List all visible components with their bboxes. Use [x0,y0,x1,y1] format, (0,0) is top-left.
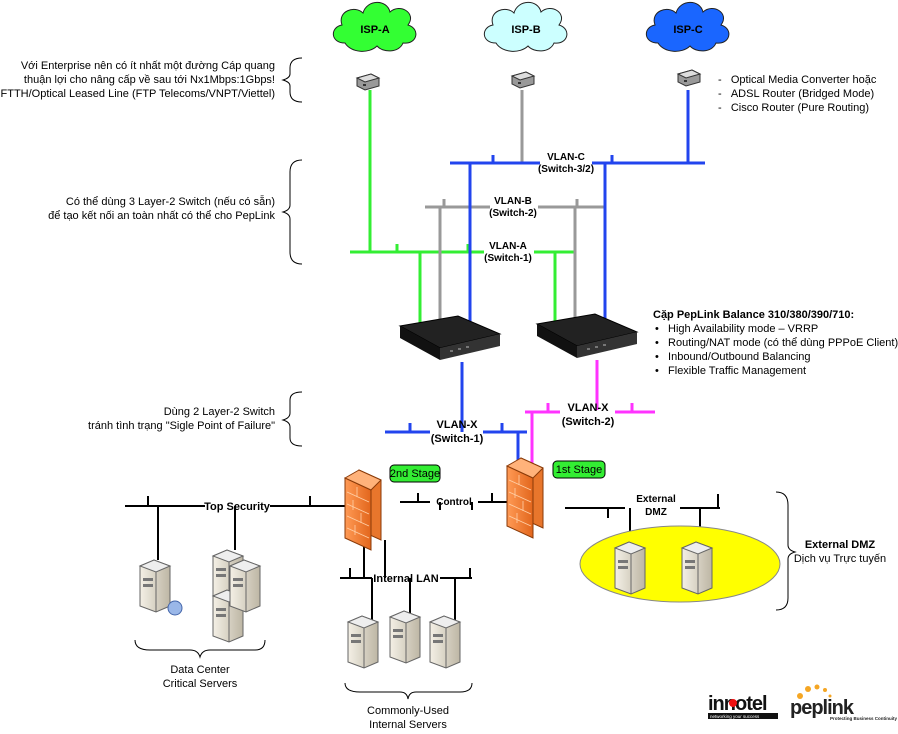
peplink-balance-2 [536,313,638,359]
svg-text:Protecting Business Continuity: Protecting Business Continuity [830,716,898,721]
firewall-1st-stage-icon [506,457,544,539]
svg-text:ISP-B: ISP-B [511,24,540,36]
datacenter-server-icon [229,559,261,613]
datacenter-brace [134,639,266,659]
vlan-x-switch-2 [525,403,655,463]
top-security-line [125,496,345,560]
innotel-logo: innotel networking your success [708,693,778,719]
vlan-x2-label: VLAN-X [568,402,610,414]
internal-brace [344,682,473,700]
vlan-x1-sub: (Switch-1) [431,433,484,445]
dmz-note-1: External DMZ [805,539,876,551]
modem-note-1: - Optical Media Converter hoặc [718,74,877,86]
peplink-title: Cặp PepLink Balance 310/380/390/710: [653,309,854,321]
dmz-server-icon [614,541,646,595]
switch2-note-2: tránh tình trạng "Sigle Point of Failure… [88,420,275,432]
internal-server-icon [429,615,461,669]
common-sub: Internal Servers [369,719,447,731]
vlan-x2-sub: (Switch-2) [562,416,615,428]
vlan-b-switch [425,199,605,209]
peplink-item: • High Availability mode – VRRP [655,323,818,335]
internal-server-icon [389,610,421,664]
svg-text:ISP-C: ISP-C [673,24,702,36]
external-label: External [636,494,676,505]
isp-a-router-icon [356,73,380,91]
peplink-balance-1 [399,315,501,361]
vlan-c-sub: (Switch-3/2) [538,164,594,175]
stage1-badge: 1st Stage [552,460,606,479]
svg-text:innotel: innotel [708,693,767,715]
modem-note-3: - Cisco Router (Pure Routing) [718,102,869,114]
peplink-logo: peplink Protecting Business Continuity [790,684,898,721]
lan-links [385,360,655,463]
vlan-x-switch-1 [385,423,527,462]
wired-segments [125,493,720,620]
vlan-a-switch [350,244,575,254]
note-braces [281,57,797,611]
dmz-label: DMZ [645,507,667,518]
control-label: Control [436,497,472,508]
common-label: Commonly-Used [367,705,449,717]
svg-text:networking your success: networking your success [710,714,760,719]
isp-c-cloud: ISP-C [645,1,730,52]
isp-a-cloud: ISP-A [332,1,417,52]
dmz-zone [579,525,781,603]
internal-server-icon [347,615,379,669]
vlan-a-sub: (Switch-1) [484,253,532,264]
dmz-server-icon [681,541,713,595]
svg-text:ISP-A: ISP-A [360,24,389,36]
isp-b-router-icon [511,71,535,89]
vlan-b-label: VLAN-B [494,196,532,207]
switch3-note-2: để tạo kết nối an toàn nhất có thể cho P… [48,210,275,222]
switch3-note-1: Có thể dùng 3 Layer-2 Switch (nếu có sẵn… [66,195,275,208]
svg-text:2nd Stage: 2nd Stage [390,468,440,480]
fiber-note-1: Với Enterprise nên có ít nhất một đường … [21,60,275,72]
vlan-c-label: VLAN-C [547,152,585,163]
vlan-b-sub: (Switch-2) [489,208,537,219]
isp-b-cloud: ISP-B [483,1,568,52]
isp-c-router-icon [677,69,701,87]
vlan-c-switch [450,155,705,165]
fiber-note-3: FTTH/Optical Leased Line (FTP Telecoms/V… [1,88,276,100]
datacenter-label: Data Center [170,664,230,676]
stage2-badge: 2nd Stage [389,464,441,483]
svg-text:1st Stage: 1st Stage [556,464,602,476]
datacenter-server-icon [139,559,171,613]
firewall-2nd-stage-icon [344,469,382,551]
switch2-note-1: Dùng 2 Layer-2 Switch [164,406,275,418]
internal-lan-line [340,540,472,620]
peplink-item: • Inbound/Outbound Balancing [655,351,811,363]
database-icon [167,600,183,616]
peplink-item: • Flexible Traffic Management [655,365,806,377]
peplink-item: • Routing/NAT mode (có thể dùng PPPoE Cl… [655,337,898,349]
external-dmz-line [565,494,720,545]
vlan-a-label: VLAN-A [489,241,527,252]
vlan-x1-label: VLAN-X [437,419,479,431]
control-line [400,493,507,510]
fiber-note-2: thuận lợi cho nâng cấp về sau tới Nx1Mbp… [24,74,275,86]
internal-lan-label: Internal LAN [373,573,438,585]
dmz-note-2: Dịch vụ Trực tuyến [794,553,886,565]
svg-text:peplink: peplink [790,697,855,719]
datacenter-sub: Critical Servers [163,678,238,690]
modem-note-2: - ADSL Router (Bridged Mode) [718,88,874,100]
wan-links [350,90,705,330]
top-security-label: Top Security [204,501,271,513]
